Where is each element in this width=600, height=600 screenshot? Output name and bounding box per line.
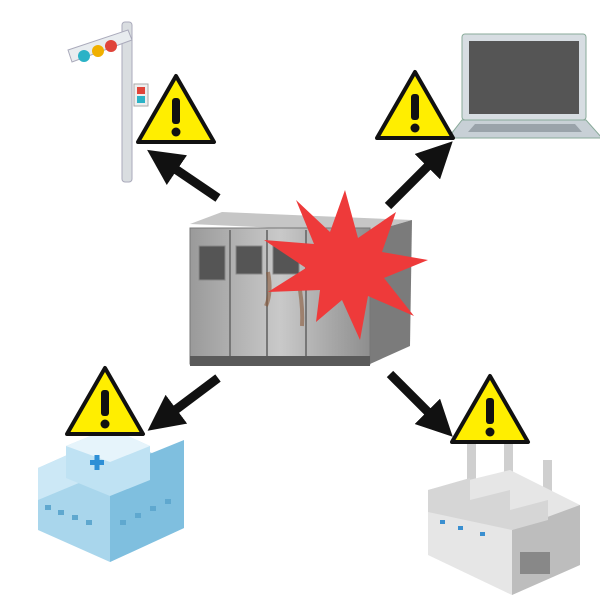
arrow-icon xyxy=(386,370,453,437)
laptop-icon xyxy=(446,33,600,139)
arrow-icon xyxy=(384,141,453,210)
arrow-icon xyxy=(147,374,221,431)
traffic-light-icon xyxy=(67,21,149,183)
explosion-burst-icon xyxy=(264,190,428,340)
hospital-icon xyxy=(38,428,184,562)
warning-icon xyxy=(450,374,530,444)
substation-icon xyxy=(189,212,412,366)
warning-icon xyxy=(136,74,216,144)
factory-icon xyxy=(428,438,580,595)
warning-icon xyxy=(65,366,145,436)
warning-icon xyxy=(375,70,455,140)
arrow-icon xyxy=(147,149,221,202)
